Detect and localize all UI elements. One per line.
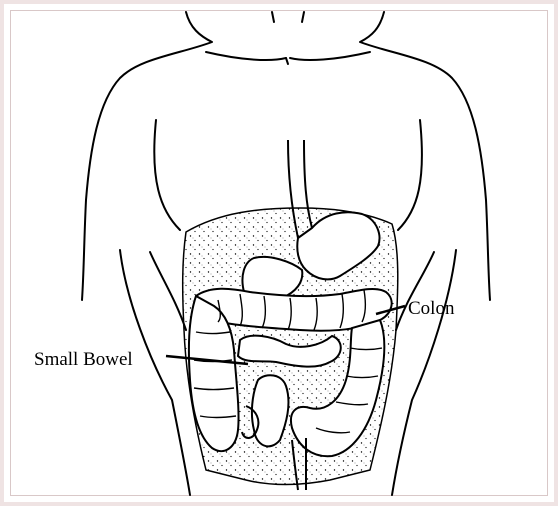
colon-label: Colon [408,299,454,318]
small-bowel-label: Small Bowel [34,350,133,369]
